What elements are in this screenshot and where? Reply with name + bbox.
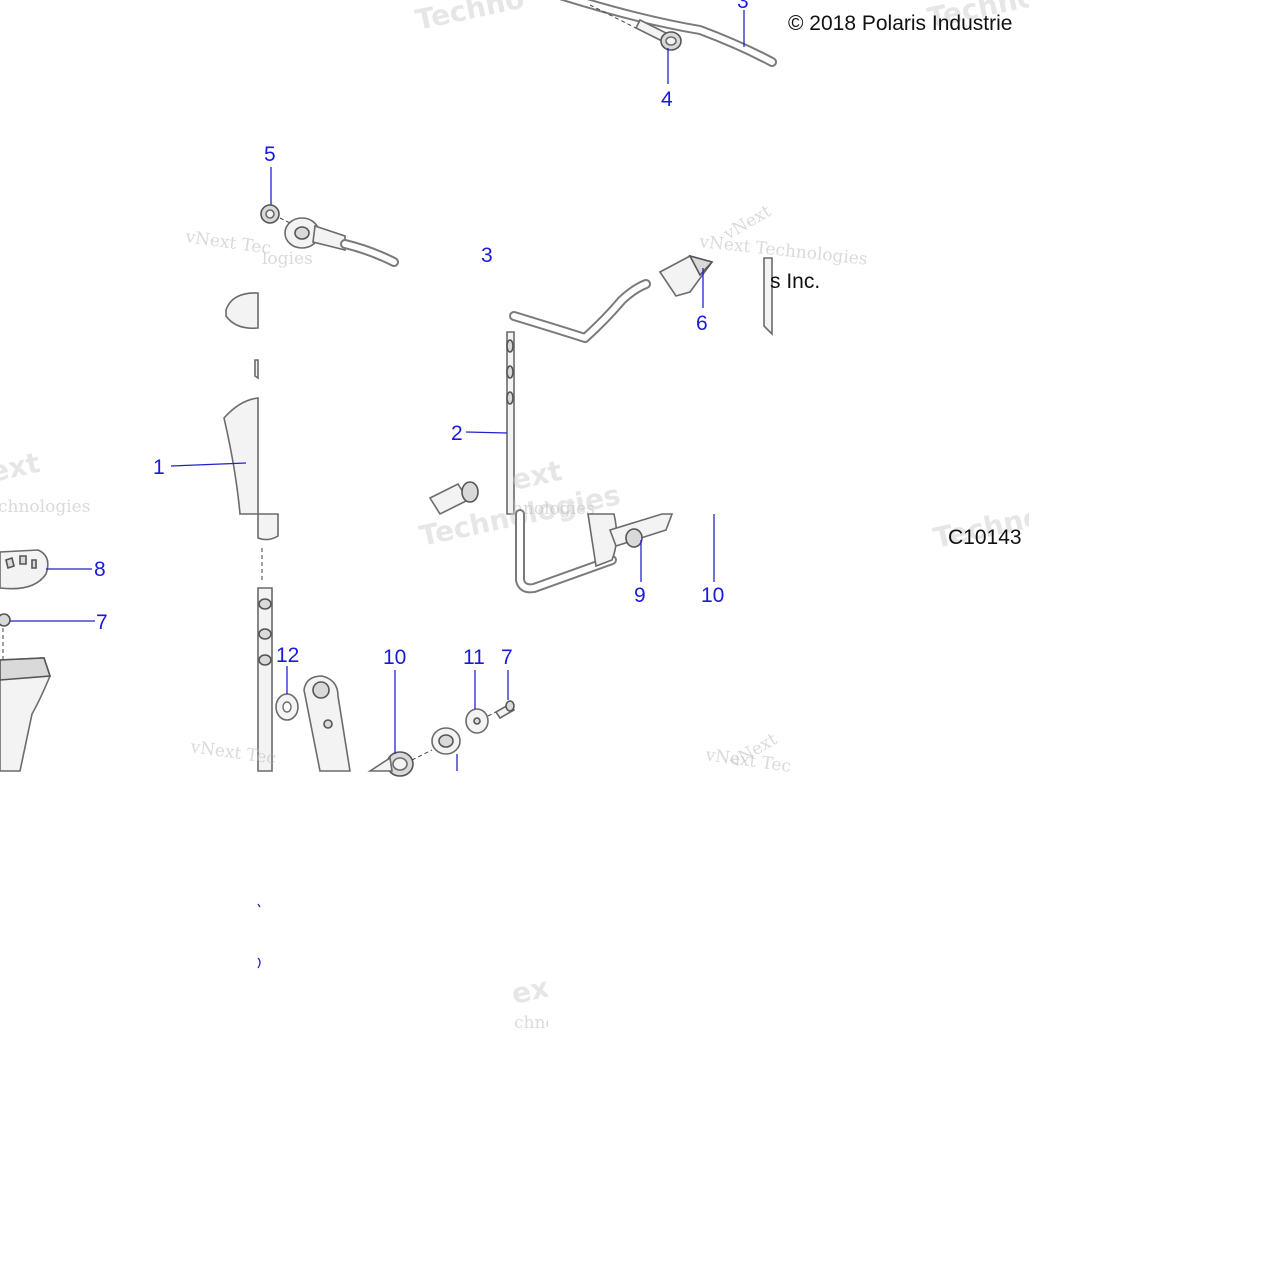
tile-top-right: Technc © 2018 Polaris Industrie (788, 0, 1285, 60)
tile-mask-remnant (548, 970, 608, 1040)
lower-shaft-top (257, 513, 279, 541)
callout-11: 11 (463, 646, 485, 669)
callout-3-mid: 3 (481, 244, 493, 267)
tile-mid-center: 2 ext (428, 331, 565, 516)
callout-10-mid: 10 (701, 584, 724, 607)
leader-1 (170, 462, 247, 467)
copyright-tail-text: s Inc. (770, 270, 820, 293)
pin-4 (634, 18, 682, 51)
tile-left-lower: ext chnologies 8 7 (0, 446, 108, 772)
nut-5 (260, 204, 280, 224)
watermark-hnologies: hnologies (512, 499, 595, 519)
shift-cable-highlight (342, 241, 397, 265)
tile-lower-center: 12 10 11 7 Tec (188, 478, 623, 777)
callout-2: 2 (451, 422, 463, 445)
watermark-vnext-tec-1: vNext Tec (183, 227, 272, 259)
lower-shaft-hole-1 (258, 598, 272, 610)
tile-lower-right: 9 10 vNext Tec vNext (515, 509, 792, 777)
watermark-techno: Techno (413, 0, 528, 37)
shift-boot-upper (223, 397, 259, 515)
watermark-chnc: chnc (514, 1013, 555, 1033)
shift-rod-bend (509, 279, 651, 343)
nut-axis (279, 217, 293, 225)
remnant-tick-1 (257, 903, 261, 908)
tile-mask-code (1029, 510, 1285, 560)
lower-shaft-hole-3 (258, 654, 272, 666)
watermark-logies-1: logies (262, 249, 313, 269)
shift-arm (303, 675, 351, 772)
washer-11 (465, 708, 489, 734)
remnant-tick-2 (257, 957, 261, 969)
shaft-hole-2 (506, 365, 514, 379)
callout-4: 4 (661, 88, 673, 111)
tile-mid-left: 5 vNext Tec logies 3 1 (153, 143, 493, 515)
knob-cap-top (225, 292, 259, 330)
clip-6 (658, 254, 714, 297)
tile-top-center: 3 4 Techno (413, 0, 777, 111)
shift-lever-plate (587, 513, 618, 568)
leader-2 (465, 431, 508, 434)
callout-12: 12 (276, 644, 299, 667)
shift-rod-upper-highlight (566, 0, 775, 65)
figure-code-area: Technc C10143 (931, 500, 1285, 560)
watermark-vnext-technologies-1: vNext Technologies (697, 232, 868, 270)
boot-rim (0, 657, 52, 681)
washer-12 (275, 693, 299, 721)
lower-shaft (257, 587, 273, 772)
callout-8: 8 (94, 558, 106, 581)
shaft-hole-3 (506, 391, 514, 405)
callout-5: 5 (264, 143, 276, 166)
callout-6: 6 (696, 312, 708, 335)
callout-7-right: 7 (501, 646, 513, 669)
pin-7-right (494, 700, 516, 720)
figure-code: C10143 (948, 526, 1022, 549)
callout-7-left: 7 (96, 611, 108, 634)
callout-3-top: 3 (737, 0, 749, 13)
callout-1: 1 (153, 456, 165, 479)
tile-remnants: ext chnc (257, 903, 608, 1040)
callout-9: 9 (634, 584, 646, 607)
shift-rod-lower-highlight (517, 511, 615, 592)
tile-mask-right (1029, 0, 1285, 60)
watermark-ext-2: ext (0, 446, 43, 489)
bushing-axis (411, 749, 433, 761)
rod-end (284, 217, 346, 252)
washer-axis (487, 709, 501, 717)
watermark-chnologies: chnologies (0, 497, 90, 517)
lower-shaft-hole-2 (258, 628, 272, 640)
copyright-text: © 2018 Polaris Industrie (788, 12, 1012, 35)
tile-mid-right: 6 vNext Technologies s Inc. vNext (509, 201, 869, 343)
shaft-hole-1 (506, 339, 514, 353)
callout-10-low: 10 (383, 646, 406, 669)
shift-bracket-edge (763, 257, 773, 336)
bushing-lower (428, 481, 479, 516)
knob-pin-top (254, 359, 259, 380)
bushing-10-lower (367, 751, 414, 777)
pin-7-left (0, 613, 11, 627)
bushing-flanged (431, 727, 461, 755)
shift-rod-bend-highlight (511, 281, 649, 341)
bolt-9 (608, 513, 674, 548)
shift-knob-8 (0, 549, 49, 590)
